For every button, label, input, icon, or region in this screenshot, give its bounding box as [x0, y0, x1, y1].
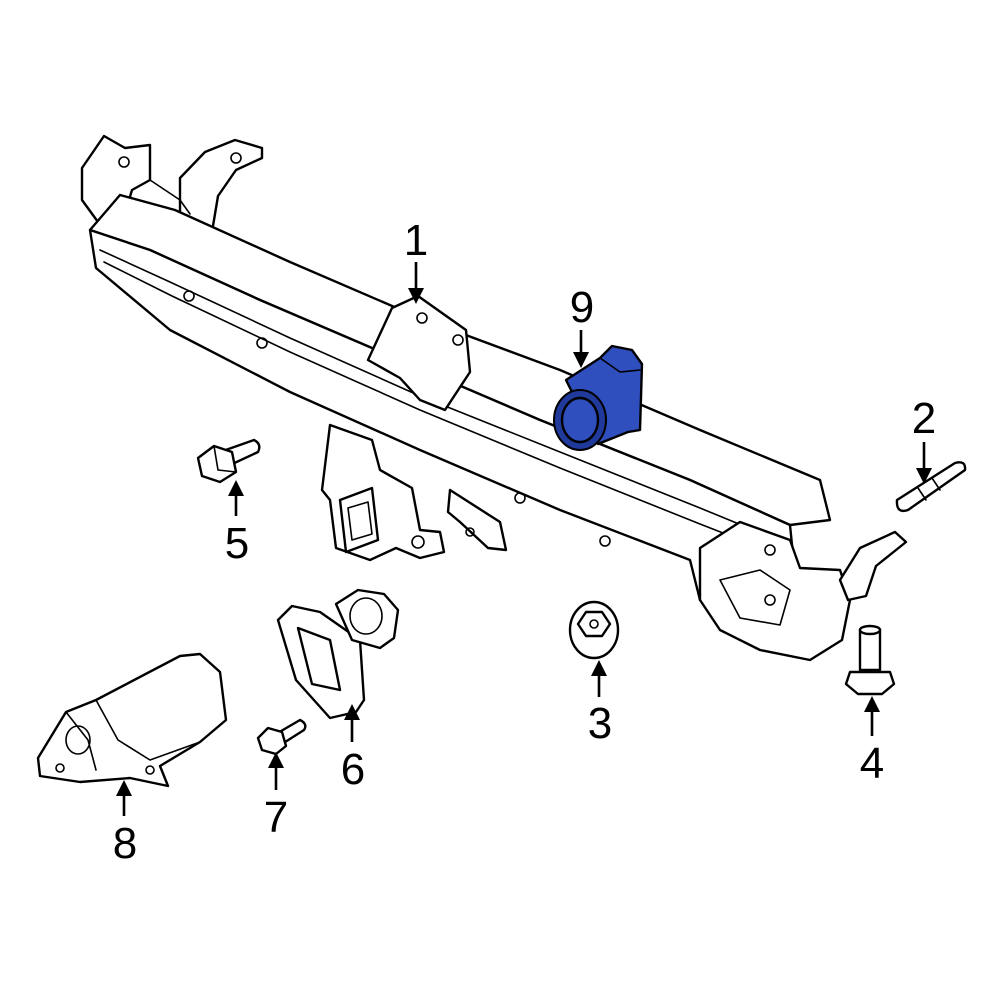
part-4-flange-bolt[interactable] — [844, 624, 896, 696]
callout-5: 5 — [225, 480, 249, 568]
part-3-flange-nut[interactable] — [568, 600, 620, 660]
part-1-hitch-crossmember[interactable] — [80, 134, 908, 662]
part-9-sensor-highlighted[interactable] — [553, 344, 644, 451]
part-2-stud[interactable] — [895, 461, 967, 513]
callout-3: 3 — [588, 660, 612, 748]
part-6-connector-socket[interactable] — [276, 588, 400, 720]
callout-label-3: 3 — [588, 699, 612, 748]
callout-7: 7 — [264, 752, 288, 842]
callout-6: 6 — [341, 704, 365, 794]
callout-9: 9 — [570, 283, 594, 368]
callout-label-2: 2 — [912, 394, 936, 443]
part-5-bolt[interactable] — [196, 438, 261, 484]
part-7-bolt[interactable] — [256, 718, 307, 756]
callout-label-4: 4 — [860, 739, 884, 788]
part-8-wiring-module[interactable] — [36, 652, 228, 788]
callout-1: 1 — [404, 216, 428, 304]
callout-label-9: 9 — [570, 283, 594, 332]
callout-label-1: 1 — [404, 216, 428, 265]
callout-label-8: 8 — [113, 819, 137, 868]
callout-label-5: 5 — [225, 519, 249, 568]
callout-2: 2 — [912, 394, 936, 484]
callout-label-7: 7 — [264, 793, 288, 842]
callout-8: 8 — [113, 780, 137, 868]
callout-label-6: 6 — [341, 745, 365, 794]
callout-4: 4 — [860, 696, 884, 788]
